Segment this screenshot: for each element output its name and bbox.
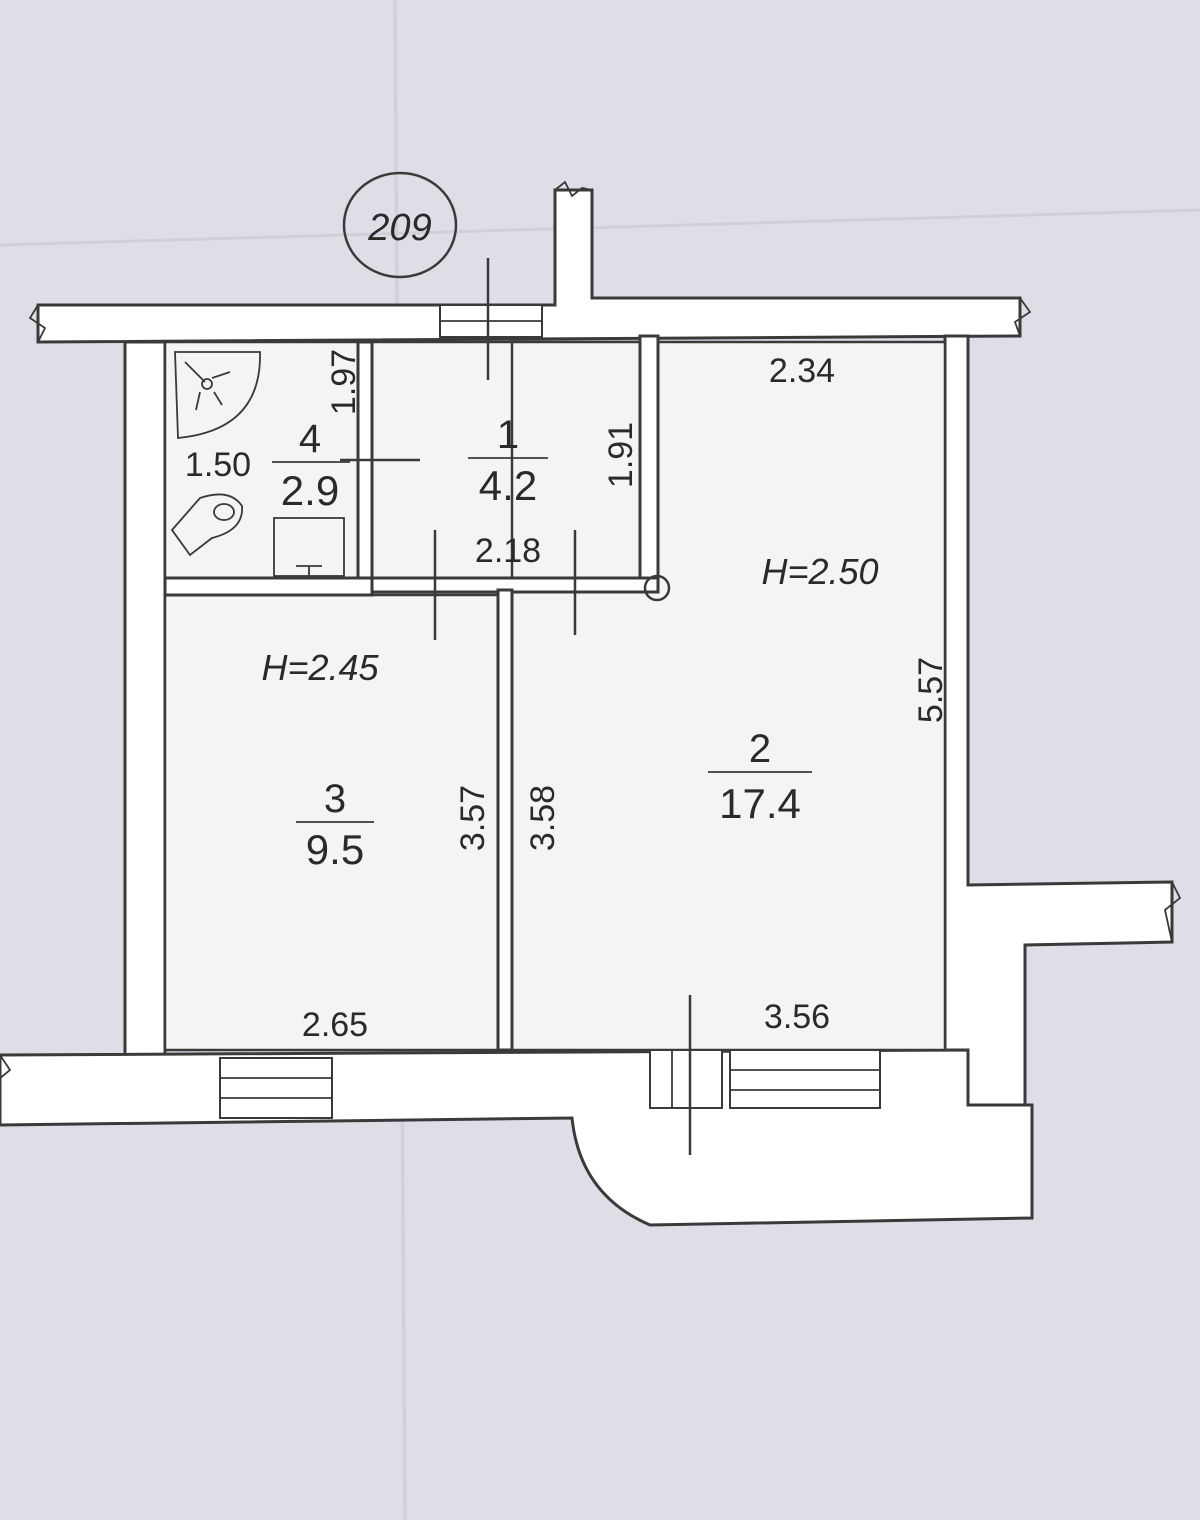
window-top	[439, 304, 543, 338]
room-2-top-dim: 2.34	[769, 352, 835, 390]
room-2-area: 17.4	[719, 780, 801, 827]
room-2-living	[510, 340, 947, 1052]
room-2-number: 2	[749, 727, 771, 771]
room-1-width-dim: 2.18	[475, 532, 541, 570]
wall-break-mark	[554, 180, 593, 198]
room-2-left-dim: 3.58	[524, 785, 562, 851]
bathroom-bottom-partition	[163, 576, 374, 597]
room-2-bottom-dim: 3.56	[764, 998, 830, 1036]
room-3-right-dim: 3.57	[454, 785, 492, 851]
sink-icon	[273, 517, 345, 578]
wall-break-mark	[28, 304, 47, 343]
room-3-number: 3	[324, 777, 346, 821]
room-1-area: 4.2	[479, 462, 537, 509]
room-1-height-dim: 1.91	[602, 422, 640, 488]
ceiling-height-left: H=2.45	[261, 647, 379, 688]
kitchen-partition	[496, 588, 514, 1052]
room-4-number: 4	[299, 417, 321, 461]
room-4-height-dim: 1.97	[325, 349, 363, 415]
toilet-icon	[170, 493, 243, 557]
hall-bottom-partition	[370, 576, 660, 594]
column-mark	[643, 574, 671, 602]
apartment-number-badge	[342, 171, 458, 279]
room-4-width-dim: 1.50	[185, 446, 251, 484]
room-3-area: 9.5	[306, 826, 364, 873]
wall-break-mark	[0, 1054, 12, 1125]
room-4-area: 2.9	[281, 467, 339, 514]
shower-icon	[174, 351, 261, 439]
room-3-bottom-dim: 2.65	[302, 1006, 368, 1044]
apartment-number: 209	[367, 207, 431, 249]
balcony-door	[649, 1049, 723, 1109]
wall-break-mark	[1013, 297, 1032, 337]
window-living	[729, 1049, 881, 1109]
left-exterior-wall	[123, 340, 167, 1057]
ceiling-height-right: H=2.50	[761, 551, 878, 592]
top-exterior-wall	[36, 188, 1022, 344]
hall-partition	[638, 334, 660, 583]
window-kitchen	[219, 1057, 333, 1119]
paper-fold-line	[0, 208, 1200, 247]
room-1-number: 1	[497, 413, 519, 457]
room-2-right-dim: 5.57	[912, 657, 950, 723]
wall-break-mark	[1164, 881, 1182, 943]
right-exterior-wall	[943, 334, 1174, 1107]
